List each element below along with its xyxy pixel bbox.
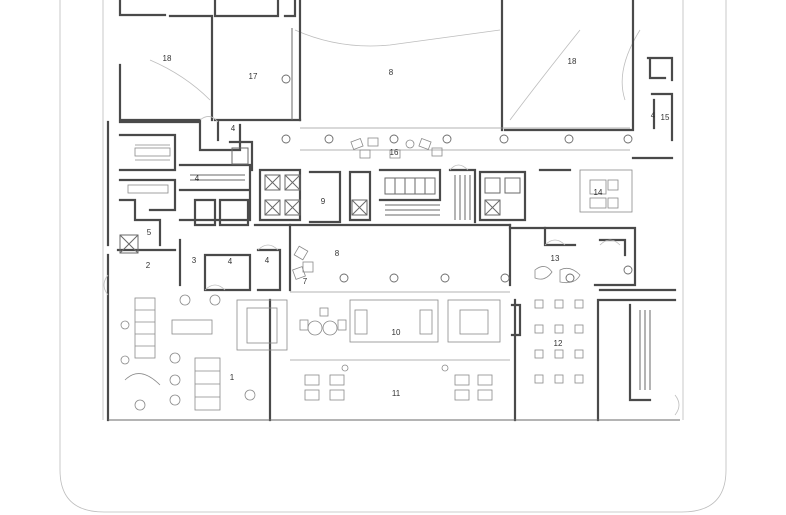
- meeting-14-furniture: [579, 169, 633, 213]
- room-labels: 18 17 8 18 4 4 15 16 4 9 14 5 8 13 2 3 4…: [146, 54, 670, 398]
- room-label-13: 13: [551, 254, 560, 263]
- room-label-3: 3: [192, 256, 197, 265]
- door-swings: [103, 116, 680, 416]
- room-label-4-bottom-b: 4: [265, 256, 270, 265]
- room-label-14: 14: [594, 188, 603, 197]
- room-label-12: 12: [554, 339, 563, 348]
- room-label-2: 2: [146, 261, 151, 270]
- lounge-10-furniture: [299, 299, 501, 343]
- courtyard-curve-right-2: [621, 29, 641, 101]
- room-label-4-right: 4: [651, 111, 656, 120]
- room-label-11: 11: [392, 389, 401, 398]
- site-boundary: [59, 0, 727, 513]
- glazing: [290, 127, 630, 361]
- stair-core: [190, 174, 651, 390]
- upper-walls: [118, 0, 674, 160]
- area-7-furniture: [292, 245, 314, 280]
- restaurant-12-tables: [534, 266, 584, 384]
- room-label-1: 1: [230, 373, 235, 382]
- room-label-10: 10: [392, 328, 401, 337]
- room-label-5: 5: [147, 228, 152, 237]
- area-11-furniture: [304, 364, 493, 401]
- lounge-16-furniture: [350, 137, 443, 159]
- courtyard-curve: [294, 29, 501, 47]
- room-label-18-left: 18: [163, 54, 172, 63]
- lower-walls: [106, 223, 680, 422]
- elevators: [119, 147, 521, 254]
- room-label-8-mid: 8: [335, 249, 340, 258]
- room-label-4-bottom-a: 4: [228, 257, 233, 266]
- room-label-15: 15: [661, 113, 670, 122]
- work-area-1-furniture: [120, 294, 288, 411]
- room-label-16: 16: [390, 148, 399, 157]
- room-label-4-top: 4: [231, 124, 236, 133]
- room-label-4-left: 4: [195, 174, 200, 183]
- room-label-8-top: 8: [389, 68, 394, 77]
- room-label-18-right: 18: [568, 57, 577, 66]
- courtyard-curve-left: [149, 59, 211, 101]
- conference-furniture: [127, 144, 171, 194]
- structural-columns: [281, 74, 633, 283]
- courtyard-curve-right: [509, 29, 581, 121]
- room-label-17: 17: [249, 72, 258, 81]
- site-boundary-inner: [102, 0, 684, 420]
- room-label-7: 7: [303, 277, 308, 286]
- room-label-9: 9: [321, 197, 326, 206]
